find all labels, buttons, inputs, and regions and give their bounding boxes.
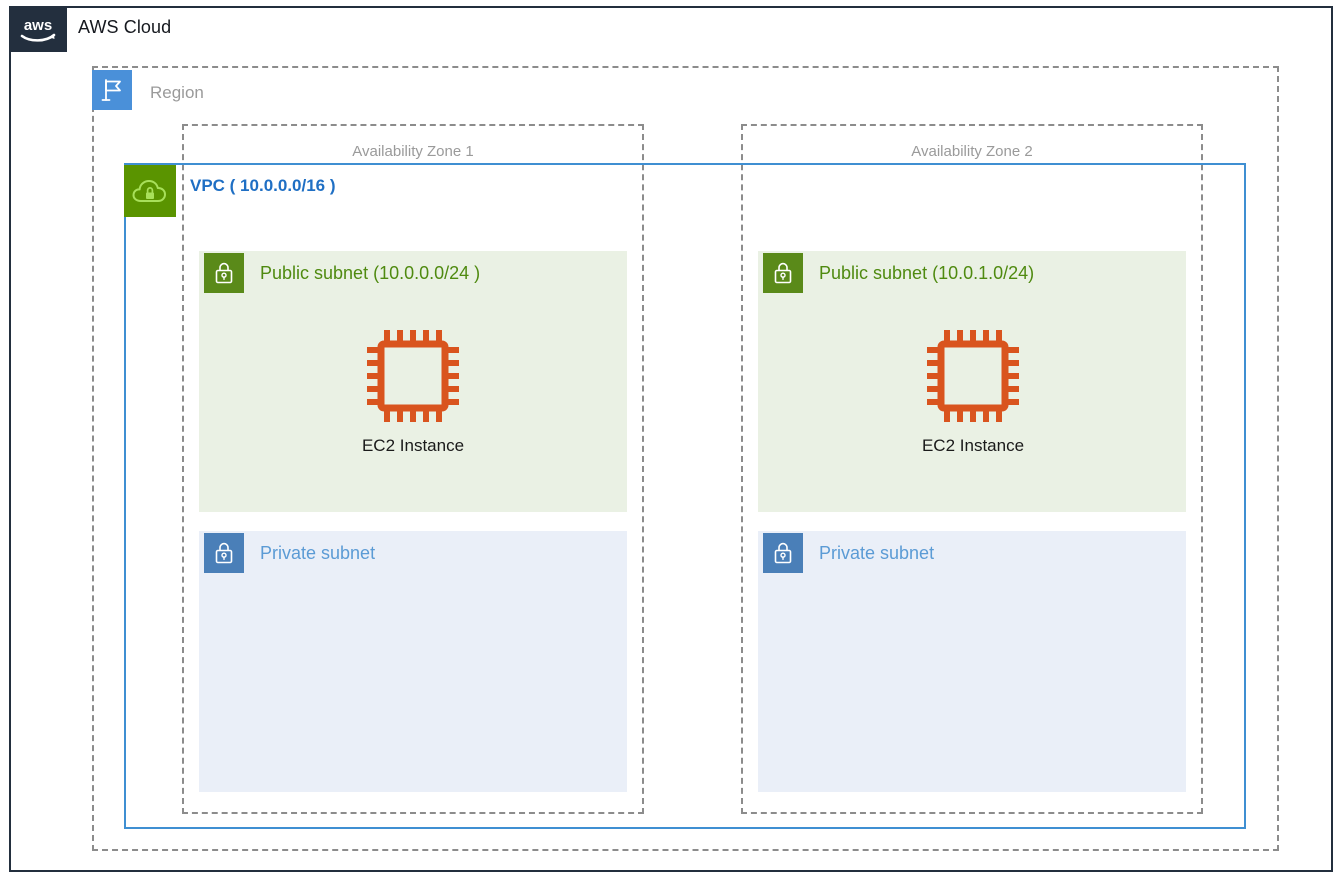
public-subnet-az2-label: Public subnet (10.0.1.0/24) — [819, 262, 1035, 283]
private-subnet-az2-header: Private subnet — [758, 531, 934, 575]
vpc-label: VPC ( 10.0.0.0/16 ) — [190, 176, 336, 195]
lock-icon — [763, 533, 803, 573]
lock-icon — [204, 533, 244, 573]
public-subnet-az2-header: Public subnet (10.0.1.0/24) — [758, 251, 1034, 295]
vpc-cloud-lock-icon — [124, 165, 176, 217]
ec2-instance-az2: EC2 Instance — [873, 322, 1073, 456]
private-subnet-az1: Private subnet — [199, 531, 627, 792]
lock-icon — [763, 253, 803, 293]
vpc-boundary — [124, 163, 1246, 829]
ec2-chip-icon — [873, 322, 1073, 430]
private-subnet-az1-label: Private subnet — [260, 542, 376, 563]
region-flag-icon — [92, 70, 132, 110]
ec2-instance-az1-label: EC2 Instance — [361, 436, 465, 455]
public-subnet-az1: Public subnet (10.0.0.0/24 ) — [199, 251, 627, 512]
private-subnet-az2: Private subnet — [758, 531, 1186, 792]
svg-text:aws: aws — [24, 17, 52, 34]
aws-cloud-title: AWS Cloud — [78, 17, 172, 37]
region-label: Region — [150, 83, 204, 102]
availability-zone-1-boundary — [182, 124, 644, 814]
ec2-chip-icon — [313, 322, 513, 430]
private-subnet-az2-label: Private subnet — [819, 542, 935, 563]
ec2-instance-az1: EC2 Instance — [313, 322, 513, 456]
aws-logo-icon: aws — [9, 6, 67, 52]
availability-zone-2-boundary — [741, 124, 1203, 814]
private-subnet-az1-header: Private subnet — [199, 531, 375, 575]
region-boundary — [92, 66, 1279, 851]
ec2-instance-az2-label: EC2 Instance — [921, 436, 1025, 455]
lock-icon — [204, 253, 244, 293]
availability-zone-2-label: Availability Zone 2 — [911, 143, 1033, 160]
public-subnet-az1-header: Public subnet (10.0.0.0/24 ) — [199, 251, 480, 295]
public-subnet-az1-label: Public subnet (10.0.0.0/24 ) — [260, 262, 481, 283]
availability-zone-1-label: Availability Zone 1 — [352, 143, 474, 160]
public-subnet-az2: Public subnet (10.0.1.0/24) — [758, 251, 1186, 512]
